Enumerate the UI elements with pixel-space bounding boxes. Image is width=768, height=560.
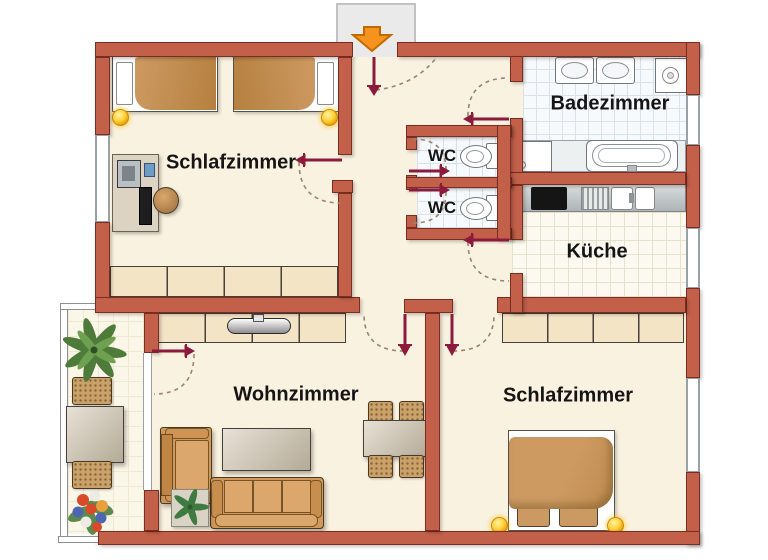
balcony-table: [66, 406, 124, 463]
pillow: [317, 62, 334, 105]
backrest: [161, 434, 173, 496]
toilet-seat: [466, 150, 484, 163]
kitchen-faucet: [629, 193, 634, 203]
armrest: [165, 428, 209, 439]
blanket: [135, 57, 216, 110]
wall-segment: [95, 57, 110, 135]
seat-cushion: [253, 480, 282, 513]
room-label-wc-top: WC: [427, 146, 457, 165]
balcony-glass-door: [143, 353, 152, 490]
blanket: [234, 57, 315, 110]
wall-segment: [397, 42, 700, 57]
dining-chair: [399, 455, 424, 478]
sofa: [210, 477, 324, 529]
toilet-bowl: [460, 197, 492, 220]
wall-segment: [406, 215, 417, 228]
blanket: [509, 437, 613, 509]
toilet-bowl: [460, 145, 492, 168]
tv-knob: [253, 314, 264, 322]
wall-segment: [98, 531, 700, 545]
balcony-chair: [72, 377, 112, 405]
room-label-living-room: Wohnzimmer: [233, 383, 359, 406]
window: [95, 135, 110, 222]
computer-monitor: [117, 160, 141, 188]
room-label-kitchen: Küche: [566, 240, 628, 263]
pillow: [116, 62, 133, 105]
dining-chair: [368, 455, 393, 478]
drainboard: [581, 187, 609, 210]
wall-segment: [510, 172, 686, 185]
armrest: [211, 480, 223, 518]
wall-segment: [510, 273, 523, 313]
window: [686, 95, 700, 145]
mouse-pad: [144, 163, 155, 177]
washer-drum: [662, 67, 679, 84]
wall-segment: [406, 125, 512, 137]
room-label-bathroom: Badezimmer: [550, 92, 670, 115]
armrest: [310, 480, 322, 518]
bathroom-sink: [596, 57, 635, 84]
wall-segment: [406, 137, 417, 150]
wall-segment: [338, 57, 352, 155]
washing-machine: [655, 58, 687, 93]
wall-segment: [406, 177, 512, 188]
wall-segment: [686, 42, 700, 95]
wall-segment: [406, 228, 512, 240]
wall-segment: [404, 299, 453, 313]
single-bed: [112, 56, 218, 112]
balcony-chair: [72, 461, 112, 489]
seat-cushion: [175, 440, 209, 490]
wall-segment: [332, 180, 353, 193]
balcony-railing: [58, 536, 100, 543]
bathroom-sink: [555, 57, 594, 84]
wall-segment: [497, 125, 511, 240]
wall-segment: [338, 193, 352, 297]
monitor-screen: [122, 166, 135, 181]
wall-segment: [144, 490, 159, 531]
desk-chair: [153, 187, 179, 214]
window: [686, 228, 700, 288]
wall-segment: [95, 222, 110, 303]
window: [686, 378, 700, 472]
coffee-table: [222, 428, 311, 471]
sink-basin: [602, 62, 629, 79]
entrance-opening: [353, 42, 397, 57]
seat-cushion: [224, 480, 253, 513]
room-label-bedroom-top: Schlafzimmer: [165, 151, 297, 174]
wardrobe: [110, 266, 338, 297]
entrance-porch: [336, 3, 416, 44]
wall-segment: [686, 288, 700, 378]
bathtub-faucet: [627, 165, 637, 172]
lamp: [321, 109, 338, 126]
wardrobe: [502, 313, 684, 343]
seat-cushion: [282, 480, 311, 513]
wall-segment: [497, 297, 686, 313]
washer-hub: [667, 72, 674, 79]
bathtub-basin: [598, 148, 665, 163]
wall-segment: [425, 313, 440, 531]
wall-segment: [144, 313, 159, 353]
sink-basin: [561, 62, 588, 79]
dining-table: [363, 420, 429, 457]
backrest: [215, 514, 318, 527]
toilet-seat: [466, 202, 484, 215]
desk: [112, 154, 159, 232]
cooktop: [531, 187, 567, 210]
room-label-bedroom-bottom: Schlafzimmer: [502, 384, 634, 407]
double-bed: [508, 430, 615, 531]
bathtub: [586, 140, 678, 172]
wall-segment: [95, 297, 360, 313]
lamp: [112, 109, 129, 126]
kitchen-sink: [635, 187, 655, 210]
computer-tower: [139, 187, 152, 225]
wall-segment: [95, 42, 353, 57]
wall-segment: [510, 56, 523, 82]
plant-table: [171, 489, 209, 527]
wall-segment: [686, 145, 700, 228]
single-bed: [233, 56, 339, 112]
room-label-wc-bottom: WC: [427, 198, 457, 217]
kitchen-counter: [512, 184, 686, 212]
